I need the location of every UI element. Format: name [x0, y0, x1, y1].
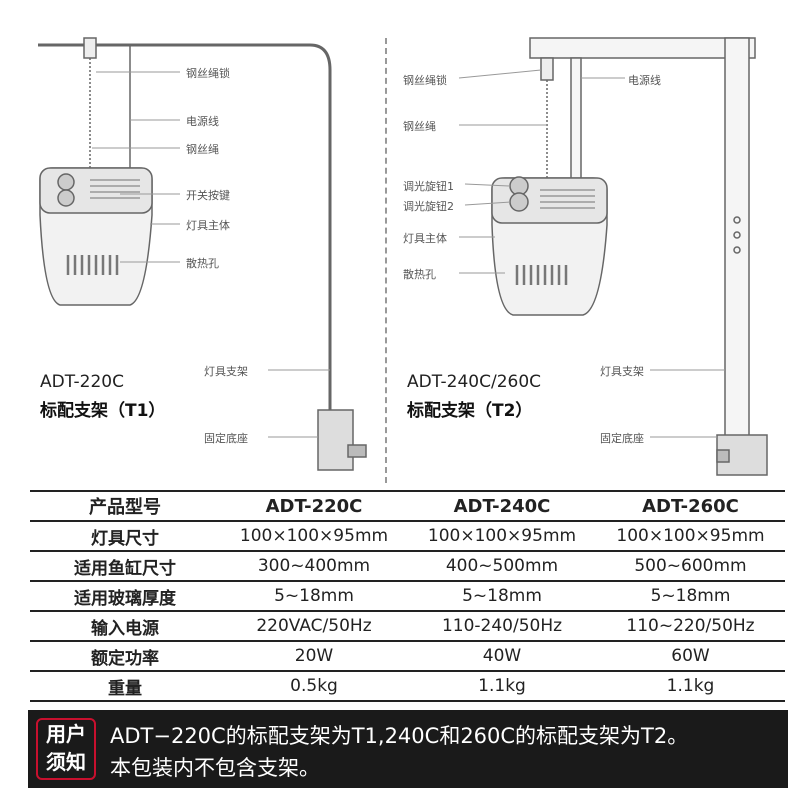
product-diagram: 钢丝绳锁 电源线 钢丝绳 开关按键 灯具主体 散热孔 灯具支架 固定底座 ADT…: [38, 37, 768, 483]
notice-line-2: 本包装内不包含支架。: [110, 756, 320, 780]
row-label: 灯具尺寸: [30, 520, 220, 551]
table-cell: 5~18mm: [220, 580, 408, 611]
table-row: 灯具尺寸 100×100×95mm 100×100×95mm 100×100×9…: [30, 520, 785, 551]
header-cell: 产品型号: [30, 490, 220, 521]
label-stand-right: 灯具支架: [600, 365, 644, 378]
table-row: 重量 0.5kg 1.1kg 1.1kg: [30, 670, 785, 702]
label-dimmer-knob-1: 调光旋钮1: [403, 180, 454, 193]
user-notice-banner: 用户 须知 ADT−220C的标配支架为T1,240C和260C的标配支架为T2…: [28, 710, 788, 788]
table-header-row: 产品型号 ADT-220C ADT-240C ADT-260C: [30, 490, 785, 521]
t2-stand-illustration: [458, 37, 768, 476]
badge-line-2: 须知: [46, 750, 86, 774]
panel-divider: [385, 38, 387, 483]
label-dimmer-knob-2: 调光旋钮2: [403, 200, 454, 213]
table-cell: 60W: [596, 640, 785, 671]
table-row: 输入电源 220VAC/50Hz 110-240/50Hz 110~220/50…: [30, 610, 785, 641]
model-name-right: ADT-240C/260C: [407, 372, 542, 392]
label-heat-vents-right: 散热孔: [403, 268, 436, 281]
label-power-cord: 电源线: [186, 115, 219, 128]
header-cell: ADT-240C: [408, 490, 596, 521]
t1-stand-illustration: [38, 37, 367, 471]
label-switch-button: 开关按键: [186, 189, 230, 202]
table-cell: 20W: [220, 640, 408, 671]
table-cell: 500~600mm: [596, 550, 785, 581]
spec-table: 产品型号 ADT-220C ADT-240C ADT-260C 灯具尺寸 100…: [30, 490, 785, 702]
table-cell: 100×100×95mm: [596, 520, 785, 551]
label-steel-wire: 钢丝绳: [186, 143, 219, 156]
model-name-left: ADT-220C: [40, 372, 124, 392]
table-cell: 100×100×95mm: [408, 520, 596, 551]
table-cell: 0.5kg: [220, 670, 408, 702]
notice-line-1: ADT−220C的标配支架为T1,240C和260C的标配支架为T2。: [110, 724, 689, 748]
table-cell: 110-240/50Hz: [408, 610, 596, 641]
label-stand: 灯具支架: [204, 365, 248, 378]
row-label: 适用玻璃厚度: [30, 580, 220, 611]
badge-line-1: 用户: [46, 722, 86, 746]
label-lamp-body-right: 灯具主体: [403, 232, 447, 245]
row-label: 输入电源: [30, 610, 220, 641]
table-cell: 5~18mm: [408, 580, 596, 611]
table-row: 额定功率 20W 40W 60W: [30, 640, 785, 671]
table-cell: 5~18mm: [596, 580, 785, 611]
table-cell: 300~400mm: [220, 550, 408, 581]
standard-stand-right: 标配支架（T2）: [407, 401, 533, 421]
label-steel-wire-right: 钢丝绳: [403, 120, 436, 133]
label-base: 固定底座: [204, 432, 248, 445]
row-label: 重量: [30, 670, 220, 702]
header-cell: ADT-260C: [596, 490, 785, 521]
standard-stand-left: 标配支架（T1）: [40, 401, 166, 421]
notice-badge: 用户 须知: [36, 718, 96, 780]
label-wire-lock: 钢丝绳锁: [186, 67, 230, 80]
table-cell: 1.1kg: [596, 670, 785, 702]
table-cell: 220VAC/50Hz: [220, 610, 408, 641]
table-cell: 100×100×95mm: [220, 520, 408, 551]
label-base-right: 固定底座: [600, 432, 644, 445]
table-row: 适用玻璃厚度 5~18mm 5~18mm 5~18mm: [30, 580, 785, 611]
header-cell: ADT-220C: [220, 490, 408, 521]
label-power-cord-right: 电源线: [628, 74, 661, 87]
table-cell: 1.1kg: [408, 670, 596, 702]
label-heat-vents: 散热孔: [186, 257, 219, 270]
row-label: 额定功率: [30, 640, 220, 671]
row-label: 适用鱼缸尺寸: [30, 550, 220, 581]
table-cell: 40W: [408, 640, 596, 671]
label-lamp-body: 灯具主体: [186, 219, 230, 232]
label-wire-lock-right: 钢丝绳锁: [403, 74, 447, 87]
table-cell: 110~220/50Hz: [596, 610, 785, 641]
table-cell: 400~500mm: [408, 550, 596, 581]
table-row: 适用鱼缸尺寸 300~400mm 400~500mm 500~600mm: [30, 550, 785, 581]
